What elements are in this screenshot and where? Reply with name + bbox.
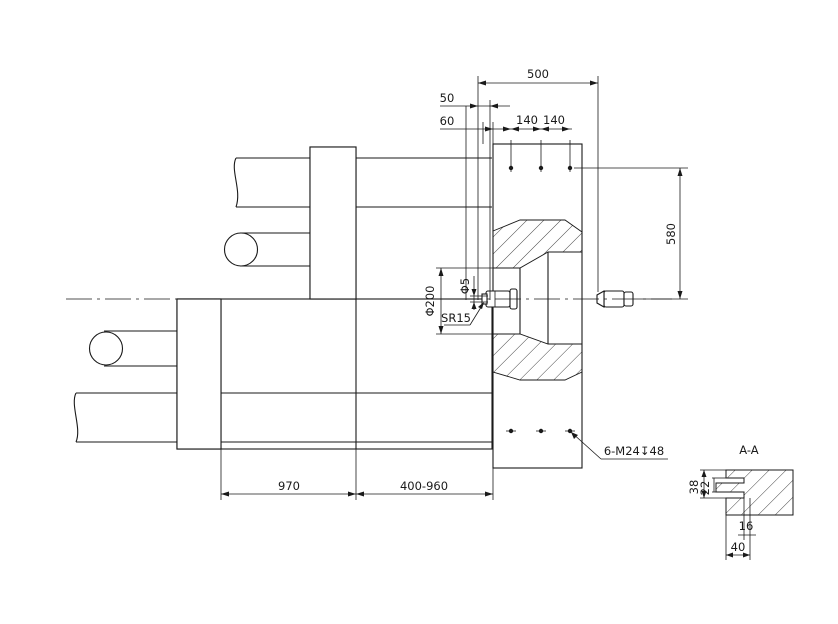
dim-phi200: Φ200 <box>423 267 520 335</box>
dim-phi200-label: Φ200 <box>423 285 437 316</box>
section-dim-40: 40 <box>731 540 746 554</box>
dim-sr15: SR15 <box>441 302 484 326</box>
upper-bolt-holes <box>508 140 573 172</box>
section-dim-16: 16 <box>739 519 754 533</box>
dim-phi5: Φ5 <box>458 276 488 310</box>
dim-phi5-label: Φ5 <box>458 278 472 294</box>
dim-60-140-140: 60 140 140 <box>440 113 572 144</box>
upper-block-front <box>309 146 357 300</box>
section-dim-38: 38 <box>687 480 701 495</box>
section-title: A-A <box>739 443 759 457</box>
dim-60-label: 60 <box>440 114 455 128</box>
dim-400-960-label: 400-960 <box>400 479 448 493</box>
holes-leader: 6-M24↧48 <box>570 431 668 460</box>
section-a-a: A-A 38 22 16 40 <box>687 443 794 560</box>
section-dim-22: 22 <box>698 481 712 496</box>
lower-block-front <box>176 298 222 450</box>
dim-500-label: 500 <box>527 67 549 81</box>
lower-tie-bar <box>73 392 492 443</box>
dim-970: 970 <box>220 449 357 500</box>
dim-580-label: 580 <box>664 223 678 245</box>
dim-140a-label: 140 <box>516 113 538 127</box>
lower-round-rod <box>88 330 178 367</box>
dim-400-960: 400-960 <box>356 468 494 500</box>
dim-140b-label: 140 <box>543 113 565 127</box>
upper-tie-bar <box>233 157 492 208</box>
dim-580: 580 <box>574 167 688 300</box>
dim-50-label: 50 <box>440 91 455 105</box>
dim-sr15-label: SR15 <box>441 311 471 325</box>
holes-note-label: 6-M24↧48 <box>604 444 664 458</box>
dim-500: 500 <box>477 67 599 300</box>
dim-970-label: 970 <box>278 479 300 493</box>
upper-round-rod <box>223 232 310 267</box>
